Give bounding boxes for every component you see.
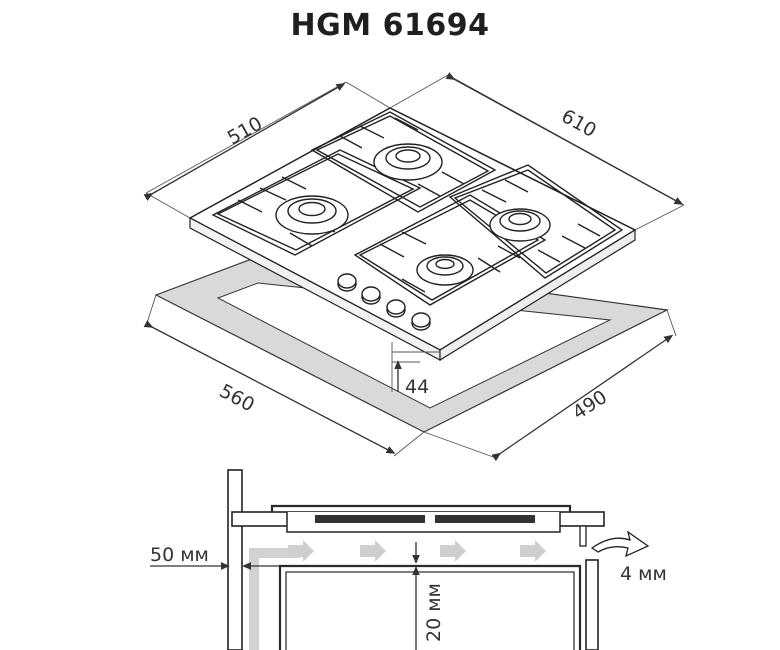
burner-icon [275, 195, 349, 235]
dimension-490: 490 [569, 386, 611, 424]
side-gap-label: 50 мм [150, 544, 209, 566]
rear-gap-label: 4 мм [620, 563, 667, 585]
curved-arrow-icon [590, 530, 650, 558]
burner-icon [373, 143, 443, 181]
dimension-560: 560 [216, 380, 258, 416]
airflow-arrow-icon [288, 540, 546, 562]
bottom-gap-label: 20 мм [423, 583, 445, 642]
installation-section [227, 469, 605, 650]
dimension-lines [143, 72, 685, 462]
dimension-610: 610 [558, 105, 600, 142]
dimension-510: 510 [224, 113, 266, 150]
page-title: HGM 61694 [290, 8, 490, 43]
dimension-44: 44 [405, 376, 429, 398]
burner-icon [416, 254, 474, 286]
control-knob-icon [337, 273, 431, 331]
burner-icon [489, 208, 551, 242]
